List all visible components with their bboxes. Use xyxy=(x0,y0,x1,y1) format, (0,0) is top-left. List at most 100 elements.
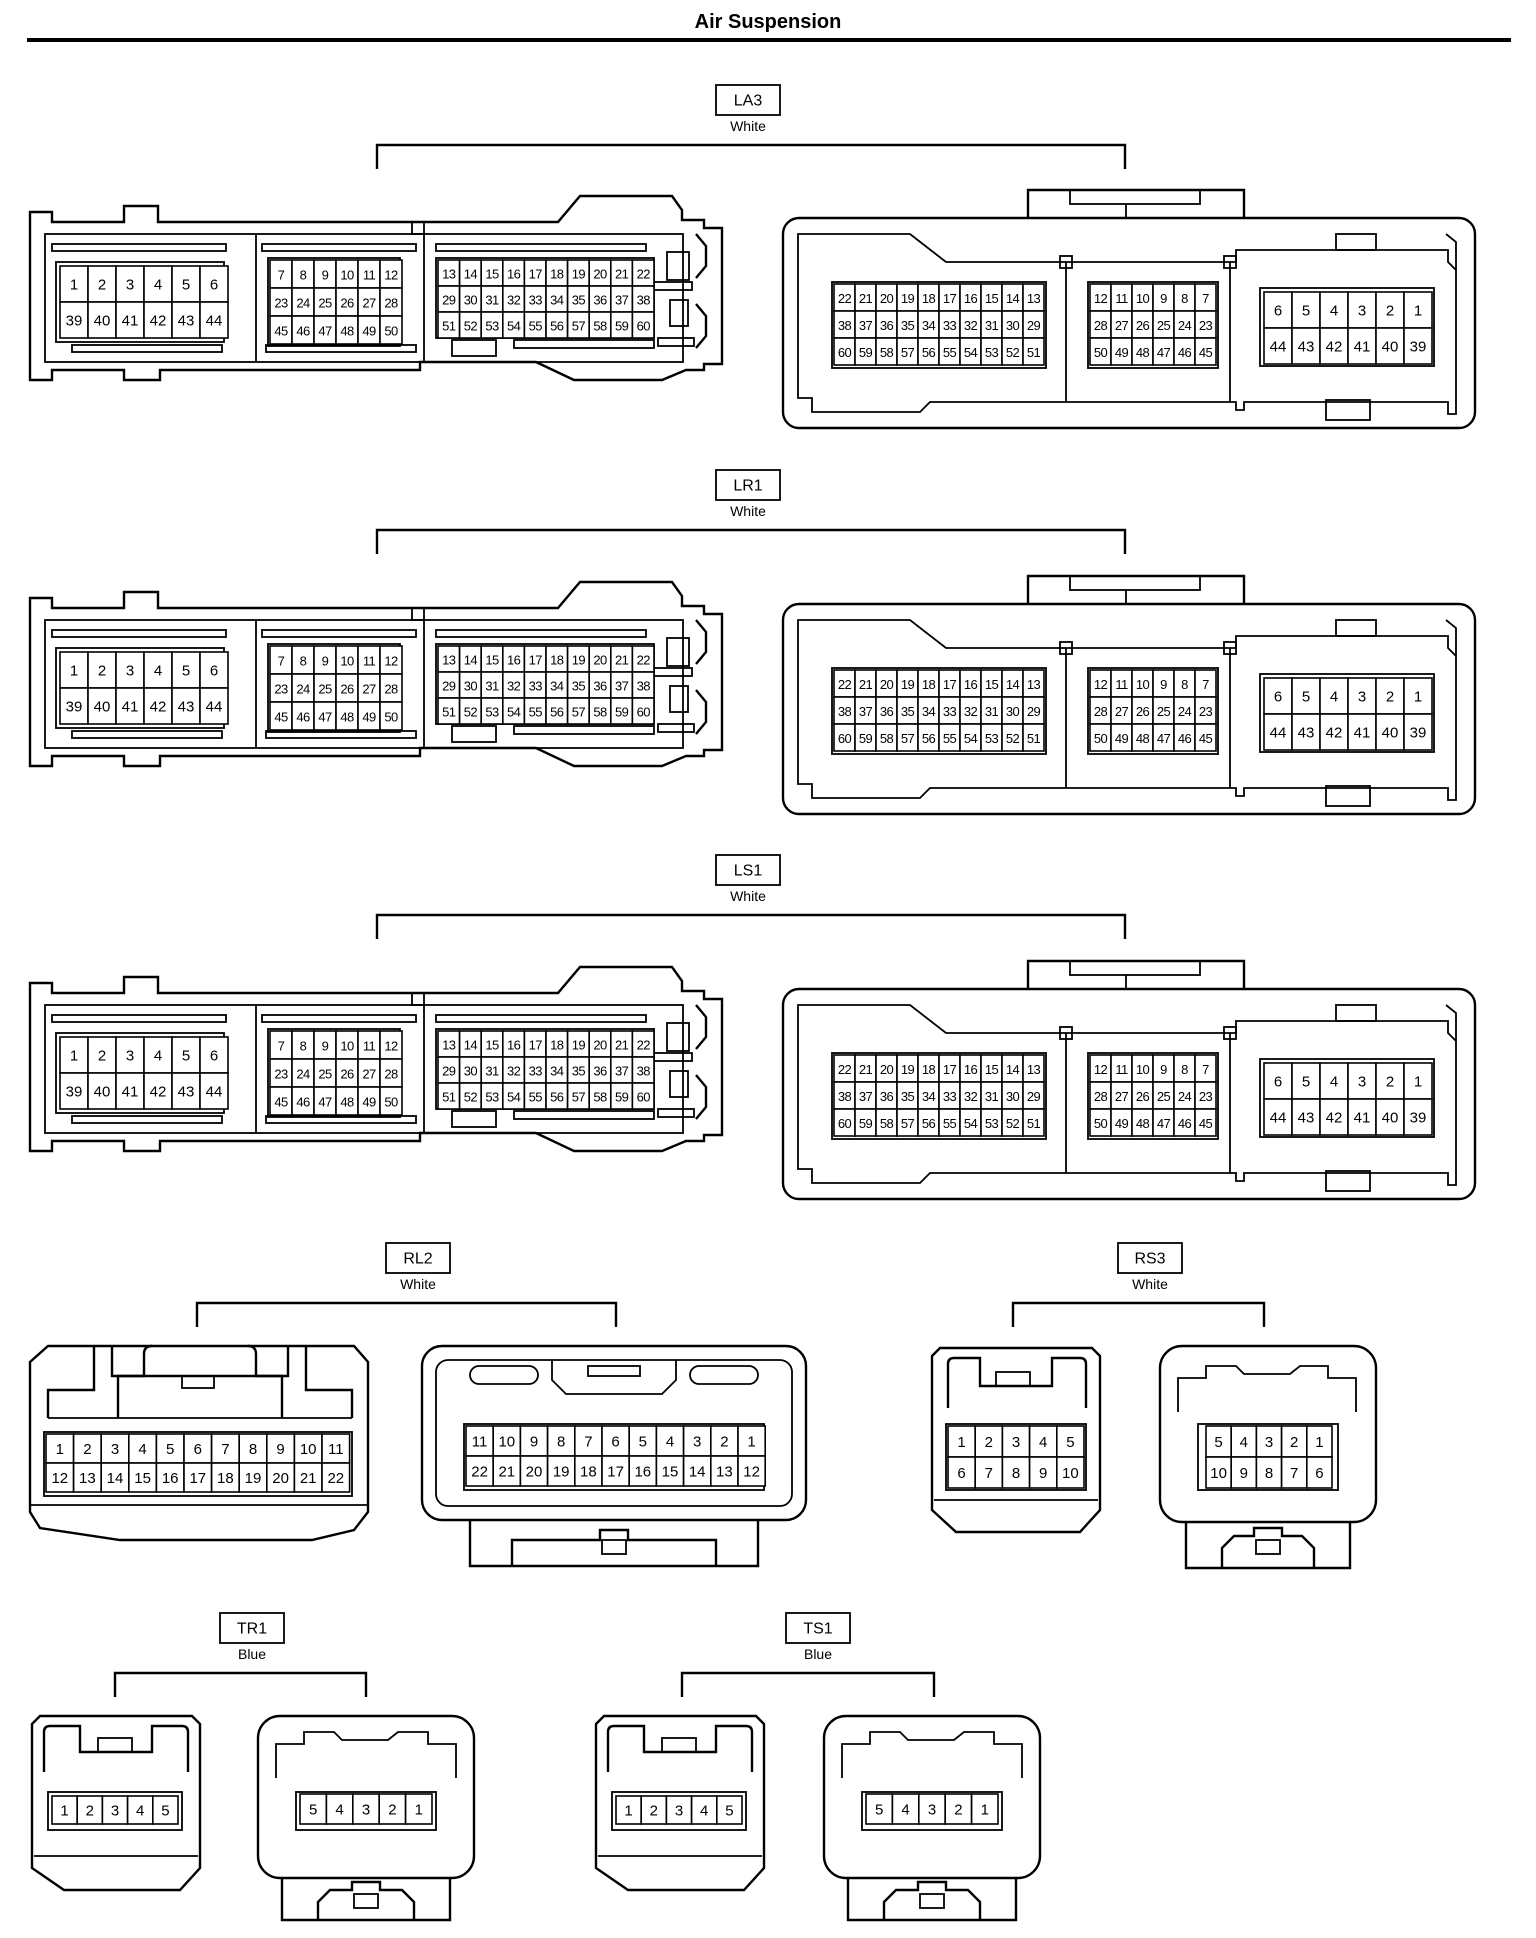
pin-number: 12 xyxy=(51,1470,68,1487)
pin-cell xyxy=(665,1795,693,1825)
pin-number: 28 xyxy=(384,682,398,697)
ts1-male-housing xyxy=(594,1714,766,1892)
pin-cell xyxy=(631,311,655,339)
rl2-female-slot xyxy=(689,1365,759,1385)
key-slot xyxy=(1335,233,1377,251)
pin-cell xyxy=(944,1793,973,1825)
pin-number: 33 xyxy=(943,1089,957,1104)
pin-number: 20 xyxy=(593,653,607,668)
lock-spring xyxy=(695,303,708,349)
pin-cell xyxy=(1403,327,1433,365)
lock-rail xyxy=(651,667,693,677)
pin-number: 2 xyxy=(83,1441,91,1458)
latch-arm xyxy=(247,1344,290,1378)
pin-number: 31 xyxy=(985,704,999,719)
pin-number: 27 xyxy=(362,296,376,311)
pin-cell xyxy=(51,1795,79,1825)
pin-block xyxy=(945,1423,1087,1491)
pin-number: 49 xyxy=(1115,345,1129,360)
ts1-female-latch-frame xyxy=(841,1731,1023,1778)
pin-number: 8 xyxy=(300,654,307,669)
pin-cell xyxy=(72,1433,102,1464)
top-slot xyxy=(435,629,647,638)
pin-number: 9 xyxy=(530,1434,538,1451)
pin-number: 14 xyxy=(1006,291,1020,306)
pin-number: 53 xyxy=(985,731,999,746)
pin-cell xyxy=(379,315,403,345)
pin-number: 10 xyxy=(1136,1062,1150,1077)
pin-number: 47 xyxy=(318,1095,332,1110)
pin-number: 46 xyxy=(296,1095,310,1110)
pin-number: 2 xyxy=(98,1048,106,1065)
pin-number: 19 xyxy=(572,653,586,668)
pin-cell xyxy=(87,1072,117,1110)
pin-number: 43 xyxy=(1298,725,1315,742)
pin-cell xyxy=(715,1795,743,1825)
pin-number: 28 xyxy=(1094,704,1108,719)
pin-number: 1 xyxy=(70,277,78,294)
lock-spring xyxy=(695,233,708,279)
pin-number: 28 xyxy=(1094,318,1108,333)
key-slot xyxy=(1335,619,1377,637)
tr1-label-box xyxy=(219,1612,285,1644)
pin-number: 45 xyxy=(274,324,288,339)
lock-rail xyxy=(657,1108,695,1118)
pin-number: 19 xyxy=(553,1464,570,1481)
pin-number: 16 xyxy=(964,1062,978,1077)
pin-number: 25 xyxy=(1157,1089,1171,1104)
rs3-label-box xyxy=(1117,1242,1183,1274)
pin-number: 18 xyxy=(550,1038,564,1053)
pin-number: 57 xyxy=(572,705,586,720)
pin-number: 30 xyxy=(1006,704,1020,719)
pin-number: 30 xyxy=(464,293,478,308)
pin-number: 9 xyxy=(1160,291,1167,306)
pin-cell xyxy=(1263,1098,1293,1136)
pin-number: 37 xyxy=(859,318,873,333)
lr1-label-box xyxy=(715,469,781,501)
pin-number: 1 xyxy=(1414,1074,1422,1091)
pin-number: 17 xyxy=(189,1470,206,1487)
pin-number: 30 xyxy=(464,1064,478,1079)
pin-number: 53 xyxy=(485,319,499,334)
pin-number: 5 xyxy=(182,663,190,680)
pin-number: 6 xyxy=(1274,1074,1282,1091)
pin-number: 31 xyxy=(985,1089,999,1104)
pin-number: 14 xyxy=(464,267,478,282)
pin-number: 53 xyxy=(485,1090,499,1105)
pin-number: 35 xyxy=(572,679,586,694)
pin-number: 7 xyxy=(1202,1062,1209,1077)
key-slot xyxy=(1335,1004,1377,1022)
pin-number: 10 xyxy=(1136,291,1150,306)
pin-number: 44 xyxy=(206,699,223,716)
pin-number: 50 xyxy=(1094,345,1108,360)
rl2-female-slot xyxy=(469,1365,539,1385)
pin-number: 50 xyxy=(384,1095,398,1110)
pin-number: 51 xyxy=(442,705,456,720)
pin-number: 2 xyxy=(1290,1434,1298,1451)
pin-number: 60 xyxy=(838,731,852,746)
rl2-female-skirt xyxy=(468,1520,760,1568)
rl2-name: RL2 xyxy=(403,1251,432,1268)
pin-cell xyxy=(737,1455,767,1487)
rl2-female-housing xyxy=(420,1344,808,1522)
pin-number: 58 xyxy=(593,319,607,334)
la3-male-housing xyxy=(28,194,724,382)
pin-number: 34 xyxy=(550,1064,564,1079)
side-rib xyxy=(1445,233,1457,270)
lock-window xyxy=(669,685,689,713)
pin-number: 46 xyxy=(1178,1116,1192,1131)
pin-number: 38 xyxy=(838,318,852,333)
pin-number: 22 xyxy=(471,1464,488,1481)
pin-cell xyxy=(1280,1456,1308,1489)
pin-cell xyxy=(152,1795,179,1825)
pin-number: 60 xyxy=(637,319,651,334)
pin-number: 6 xyxy=(1274,303,1282,320)
pin-number: 57 xyxy=(572,319,586,334)
